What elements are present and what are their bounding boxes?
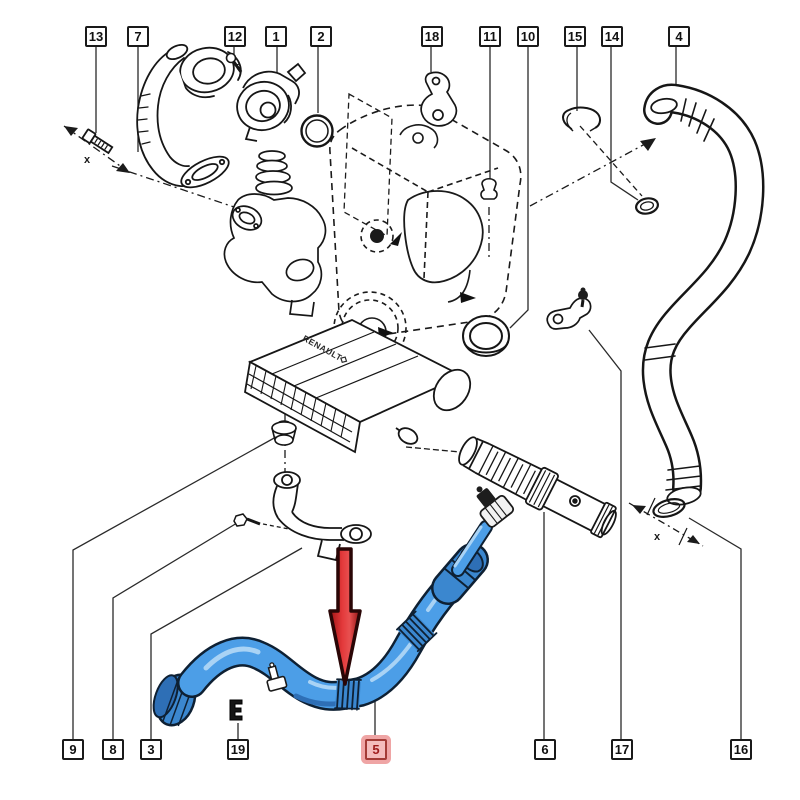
callout-19[interactable]: 19: [227, 739, 249, 760]
part-14-o-ring: [635, 197, 659, 215]
callout-15[interactable]: 15: [564, 26, 586, 47]
callout-16[interactable]: 16: [730, 739, 752, 760]
part-5-turbo-hose-highlighted: [152, 486, 515, 727]
part-15-clip: [562, 106, 601, 132]
part-17-bracket: [546, 287, 592, 330]
callout-5-highlighted[interactable]: 5: [365, 739, 387, 760]
callout-14[interactable]: 14: [601, 26, 623, 47]
part-16-o-ring: [628, 497, 704, 547]
part-8-screw: [233, 513, 261, 527]
callout-6[interactable]: 6: [534, 739, 556, 760]
part-3-support-bracket: [272, 471, 372, 562]
dimension-label-x-left: x: [84, 154, 91, 166]
egr-valve-body: [223, 150, 327, 317]
callout-7[interactable]: 7: [127, 26, 149, 47]
callout-1[interactable]: 1: [265, 26, 287, 47]
dimension-label-x-right: x: [654, 531, 661, 543]
callout-17[interactable]: 17: [611, 739, 633, 760]
part-13-bolt: [81, 128, 114, 155]
part-2-o-ring: [300, 114, 334, 148]
callout-4[interactable]: 4: [668, 26, 690, 47]
hose-fitting: [266, 662, 288, 692]
callout-13[interactable]: 13: [85, 26, 107, 47]
callout-12[interactable]: 12: [224, 26, 246, 47]
callout-9[interactable]: 9: [62, 739, 84, 760]
part-11-grommet: [480, 177, 498, 200]
part-4-air-hose: [641, 83, 765, 506]
part-10-seal-ring: [462, 315, 510, 357]
hose-sensor: [476, 486, 515, 528]
part-12-screw: [225, 52, 243, 73]
callout-2[interactable]: 2: [310, 26, 332, 47]
callout-11[interactable]: 11: [479, 26, 501, 47]
part-1-valve-unit: [236, 62, 307, 142]
red-indicator-arrow: [328, 547, 362, 686]
intercooler-block: [244, 319, 472, 454]
callout-10[interactable]: 10: [517, 26, 539, 47]
part-9-mount-grommet: [271, 420, 297, 446]
callout-18[interactable]: 18: [421, 26, 443, 47]
callout-3[interactable]: 3: [140, 739, 162, 760]
part-18-bracket: [420, 71, 458, 127]
brand-diamond-icon: [340, 356, 348, 364]
part-6-intermediate-pipe: [458, 436, 618, 539]
callout-8[interactable]: 8: [102, 739, 124, 760]
part-19-clip: [229, 699, 243, 721]
part-7-exhaust-duct: [136, 43, 242, 189]
